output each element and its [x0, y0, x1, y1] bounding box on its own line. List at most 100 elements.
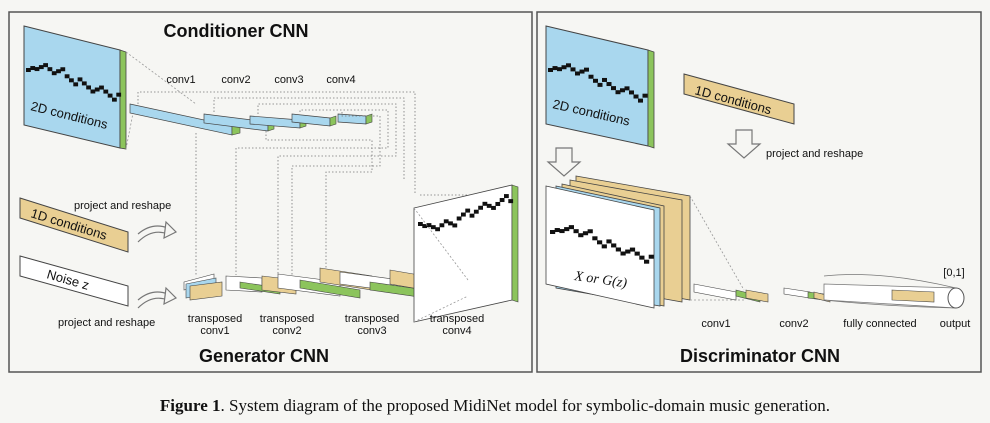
- note-block: [634, 251, 640, 256]
- note-block: [51, 71, 57, 76]
- fully-connected-label: fully connected: [843, 318, 916, 330]
- note-block: [107, 93, 113, 98]
- gen-tconv4-label-b: conv4: [442, 325, 471, 337]
- discriminator-panel: [536, 11, 982, 373]
- note-block: [611, 86, 616, 91]
- note-block: [86, 85, 91, 90]
- note-block: [597, 240, 603, 245]
- note-block: [593, 78, 598, 83]
- gen-project-reshape-top: project and reshape: [74, 200, 171, 212]
- note-block: [644, 259, 650, 264]
- note-block: [38, 65, 44, 70]
- discriminator-1d-conditions-box: 1D conditions: [683, 73, 795, 125]
- note-block: [582, 231, 589, 236]
- note-block: [568, 225, 574, 230]
- note-block: [422, 224, 428, 229]
- note-block: [439, 223, 445, 228]
- note-block: [456, 216, 462, 221]
- note-block: [559, 229, 565, 234]
- note-block: [587, 229, 593, 234]
- note-block: [615, 90, 621, 95]
- note-block: [578, 233, 584, 238]
- note-block: [94, 87, 100, 92]
- note-block: [60, 67, 66, 72]
- note-block: [77, 77, 83, 82]
- note-block: [465, 208, 471, 213]
- note-block: [638, 98, 643, 103]
- gen-tconv2-label-b: conv2: [272, 325, 301, 337]
- note-block: [550, 230, 556, 234]
- system-diagram: Conditioner CNN Generator CNN Discrimina…: [8, 11, 982, 373]
- note-block: [30, 66, 36, 71]
- note-block: [499, 198, 505, 203]
- note-block: [69, 78, 74, 83]
- note-block: [611, 243, 617, 248]
- note-block: [624, 86, 630, 91]
- note-block: [448, 221, 453, 226]
- note-block: [504, 194, 509, 199]
- note-block: [557, 67, 562, 72]
- note-block: [435, 227, 440, 232]
- note-block: [629, 90, 634, 95]
- note-block: [103, 89, 109, 94]
- note-block: [602, 77, 607, 82]
- conditioner-title: Conditioner CNN: [164, 21, 309, 41]
- caption-label: Figure 1: [159, 396, 221, 415]
- note-block: [112, 97, 117, 102]
- note-block: [561, 65, 567, 70]
- discriminator-input-stack: [545, 175, 691, 309]
- cond-conv3-label: conv3: [274, 74, 303, 86]
- note-block: [573, 229, 579, 234]
- note-block: [486, 203, 492, 208]
- note-block: [452, 223, 458, 228]
- down-arrow-icon: [726, 129, 762, 159]
- gen-tconv3-label-a: transposed: [345, 313, 399, 325]
- gen-tconv4-label-a: transposed: [430, 313, 484, 325]
- note-block: [56, 69, 61, 74]
- note-block: [64, 74, 70, 79]
- note-block: [418, 222, 423, 226]
- gen-tconv1-label-b: conv1: [200, 325, 229, 337]
- note-block: [629, 247, 636, 252]
- disc-project-reshape: project and reshape: [766, 148, 863, 160]
- note-block: [620, 251, 626, 256]
- note-block: [615, 247, 621, 252]
- discriminator-title: Discriminator CNN: [680, 346, 840, 366]
- note-block: [469, 213, 475, 218]
- note-block: [116, 92, 122, 97]
- note-block: [90, 89, 96, 94]
- x-or-gz-label: X or G(z): [572, 269, 628, 291]
- note-block: [508, 199, 514, 204]
- note-block: [554, 228, 560, 233]
- output-label: output: [940, 318, 971, 330]
- note-block: [99, 85, 104, 90]
- cond-conv2-label: conv2: [221, 74, 250, 86]
- gen-tconv1-label-a: transposed: [188, 313, 242, 325]
- cond-conv4-label: conv4: [326, 74, 355, 86]
- fully-connected-layer: [823, 274, 965, 309]
- note-block: [443, 219, 449, 224]
- conditioner-2d-conditions-sheet: 2D conditions: [23, 25, 127, 150]
- note-block: [620, 88, 625, 93]
- condition-routing-lines: [137, 91, 474, 275]
- note-block: [491, 205, 496, 210]
- note-block: [482, 201, 488, 206]
- note-block: [588, 74, 594, 79]
- generator-transposed-layers: [183, 267, 461, 301]
- note-block: [73, 82, 79, 87]
- note-block: [81, 81, 87, 86]
- note-block: [43, 63, 48, 68]
- note-block: [430, 225, 436, 230]
- output-range-label: [0,1]: [943, 267, 964, 279]
- note-block: [566, 63, 571, 68]
- conditioner-generator-panel: [8, 11, 533, 373]
- note-block: [579, 69, 585, 74]
- note-block: [597, 82, 603, 87]
- note-block: [625, 249, 631, 254]
- gen-project-reshape-bottom: project and reshape: [58, 317, 155, 329]
- note-block: [461, 212, 466, 217]
- note-block: [552, 66, 558, 71]
- note-block: [592, 236, 598, 241]
- gen-tconv3-label-b: conv3: [357, 325, 386, 337]
- note-block: [426, 223, 432, 228]
